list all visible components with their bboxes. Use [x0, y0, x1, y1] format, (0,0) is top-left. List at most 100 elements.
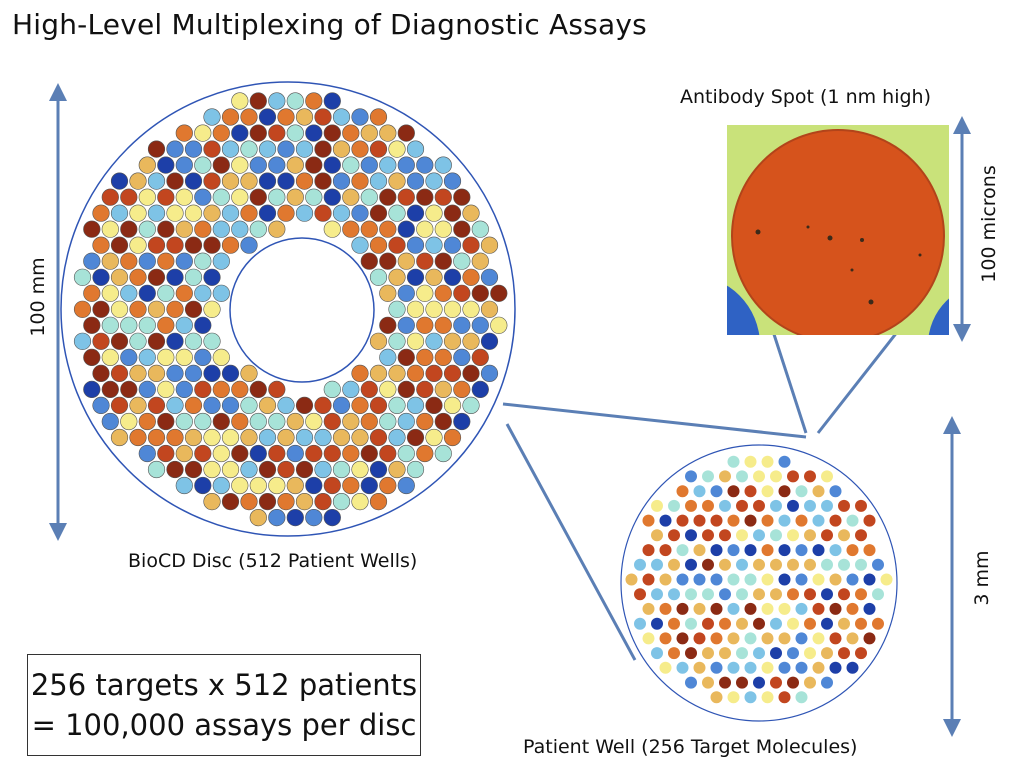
target-spot-dot: [651, 647, 663, 660]
patient-well-dot: [443, 428, 462, 447]
patient-well-dot: [231, 188, 249, 206]
patient-well-dot: [332, 493, 351, 511]
patient-well-dot: [157, 316, 175, 334]
zoom-line-spot-right: [816, 321, 907, 434]
patient-well-dot: [138, 444, 156, 463]
target-spot-dot: [727, 602, 740, 615]
patient-well-dot: [388, 204, 406, 222]
patient-well-dot: [110, 364, 129, 383]
patient-well-dot: [425, 172, 443, 190]
patient-well-dot: [369, 236, 388, 254]
patient-well-dot: [203, 236, 221, 254]
target-spot-dot: [846, 544, 859, 557]
well-dimension-label: 3 mm: [971, 550, 993, 606]
patient-well-dot: [323, 476, 341, 495]
patient-well-dot: [480, 332, 499, 350]
patient-well-dot: [379, 476, 397, 495]
target-spot-dot: [668, 529, 680, 542]
patient-well-dot: [221, 460, 240, 479]
target-spot-dot: [676, 661, 689, 674]
target-spot-dot: [804, 617, 816, 630]
patient-well-dot: [295, 172, 314, 190]
patient-well-dot: [388, 172, 406, 190]
patient-well-dot: [295, 493, 314, 511]
target-spot-dot: [744, 514, 757, 527]
patient-well-dot: [166, 236, 184, 254]
patient-well-dot: [462, 300, 480, 318]
target-spot-dot: [676, 573, 689, 586]
target-spot-dot: [770, 499, 782, 512]
patient-well-dot: [120, 316, 138, 334]
target-spot-dot: [744, 455, 757, 468]
patient-well-dot: [203, 140, 221, 158]
patient-well-dot: [194, 316, 212, 334]
patient-well-dot: [406, 332, 425, 350]
patient-well-dot: [249, 156, 267, 174]
patient-well-dot: [221, 204, 240, 222]
patient-well-dot: [138, 316, 156, 334]
patient-well-dot: [295, 140, 314, 158]
patient-well-dot: [184, 140, 203, 158]
patient-well-dot: [379, 444, 397, 463]
target-spot-dot: [855, 529, 867, 542]
patient-well-dot: [120, 284, 138, 302]
patient-well-dot: [305, 156, 323, 174]
patient-well-dot: [147, 236, 166, 254]
patient-well-dot: [101, 252, 119, 270]
patient-well-dot: [305, 412, 323, 431]
patient-well-dot: [351, 364, 369, 383]
patient-well-dot: [342, 412, 360, 431]
target-spot-dot: [787, 529, 799, 542]
target-spot-dot: [787, 470, 799, 483]
patient-well-dot: [416, 156, 434, 174]
target-spot-dot: [753, 647, 765, 660]
patient-well-dot: [360, 124, 378, 142]
patient-well-dot: [369, 108, 388, 126]
patient-well-dot: [305, 476, 323, 495]
patient-well-dot: [305, 124, 323, 142]
disc-label: BioCD Disc (512 Patient Wells): [128, 550, 418, 572]
patient-well-dot: [166, 300, 184, 318]
patient-well-dot: [249, 220, 267, 238]
patient-well-dot: [166, 140, 184, 158]
patient-well-dot: [147, 172, 166, 190]
patient-well-dot: [212, 444, 230, 463]
target-spot-dot: [846, 514, 859, 527]
patient-well-dot: [443, 204, 462, 222]
patient-well-dot: [110, 204, 129, 222]
patient-well-dot: [471, 284, 489, 302]
target-spot-dot: [719, 588, 731, 601]
target-spot-dot: [812, 632, 825, 645]
patient-well-dot: [138, 348, 156, 367]
patient-well-dot: [434, 156, 452, 174]
patient-well-dot: [379, 316, 397, 334]
target-spot-dot: [651, 529, 663, 542]
patient-well-dot: [397, 252, 415, 270]
patient-well-dot: [406, 460, 425, 479]
target-spot-dot: [770, 470, 782, 483]
target-spot-dot: [710, 544, 723, 557]
patient-well-dot: [194, 156, 212, 174]
patient-well-dot: [388, 300, 406, 318]
target-spot-dot: [702, 676, 714, 689]
target-spot-dot: [812, 514, 825, 527]
target-spot-dot: [804, 499, 816, 512]
patient-well-dot: [277, 428, 295, 447]
patient-well-dot: [416, 284, 434, 302]
patient-well-dot: [360, 156, 378, 174]
patient-well-dot: [406, 364, 425, 383]
patient-well-dot: [147, 332, 166, 350]
patient-well-dot: [351, 460, 369, 479]
patient-well-dot: [406, 268, 425, 286]
patient-well-dot: [351, 236, 369, 254]
patient-well-dot: [240, 460, 258, 479]
target-spot-dot: [761, 455, 774, 468]
target-spot-dot: [693, 544, 706, 557]
target-spot-dot: [821, 470, 833, 483]
target-spot-dot: [702, 588, 714, 601]
patient-well-dot: [184, 460, 203, 479]
patient-well-dot: [351, 108, 369, 126]
patient-well-dot: [332, 204, 351, 222]
target-spot-dot: [702, 647, 714, 660]
target-spot-dot: [821, 588, 833, 601]
